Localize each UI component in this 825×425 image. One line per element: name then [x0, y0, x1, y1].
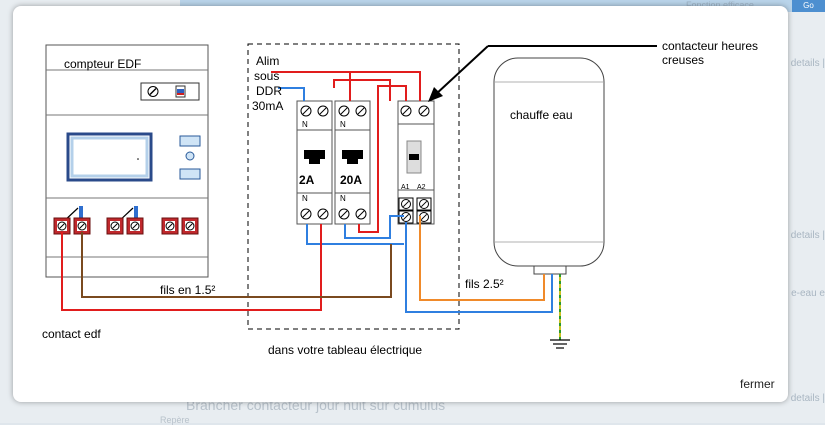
- panel-label: dans votre tableau électrique: [268, 343, 423, 357]
- wire-25-label: fils 2.5²: [465, 277, 504, 291]
- contact-edf-label: contact edf: [42, 327, 101, 341]
- meter-button-top: [179, 135, 201, 147]
- breaker-screw-icon: [300, 105, 312, 117]
- alim-label-line: 30mA: [252, 99, 284, 113]
- meter-badge-icon: [175, 85, 186, 98]
- terminal-screw-icon: [77, 221, 87, 231]
- alim-label-line: Alim: [256, 54, 280, 68]
- breaker-screw-icon: [355, 208, 367, 220]
- contactor-screw-icon: [418, 105, 430, 117]
- background-top-text: Fonction efficace ...: [686, 0, 764, 10]
- contactor-terminal: [398, 210, 414, 224]
- heater-label: chauffe eau: [510, 108, 573, 122]
- breaker-screw-icon: [317, 105, 329, 117]
- meter-terminal: [181, 217, 199, 235]
- breaker-screw-icon: [317, 208, 329, 220]
- alim-label-line: DDR: [256, 84, 282, 98]
- meter-display: [66, 132, 153, 182]
- alim-label-line: sous: [254, 69, 280, 83]
- contactor-terminal: [398, 197, 414, 211]
- meter-terminal: [161, 217, 179, 235]
- contactor-a1: A1: [401, 184, 410, 191]
- breaker-screw-icon: [338, 105, 350, 117]
- terminal-screw-icon: [57, 221, 67, 231]
- breaker-1-n-bottom: N: [302, 194, 308, 203]
- meter-label: compteur EDF: [64, 57, 142, 71]
- contactor-label: contacteur heures creuses: [662, 39, 759, 67]
- contactor-screw-icon: [419, 199, 429, 209]
- background-side-label: details |: [790, 393, 825, 404]
- background-side-label: details |: [790, 58, 825, 69]
- water-heater: [493, 57, 605, 275]
- background-go-button[interactable]: Go: [792, 0, 825, 12]
- close-link[interactable]: fermer: [740, 377, 775, 391]
- contactor-terminal: [416, 197, 432, 211]
- meter-terminal: [73, 217, 91, 235]
- meter-led-icon: [185, 151, 195, 161]
- terminal-screw-icon: [165, 221, 175, 231]
- meter-terminal: [53, 217, 71, 235]
- breaker-1-rating: 2A: [299, 173, 315, 187]
- terminal-screw-icon: [110, 221, 120, 231]
- arrow-icon: [428, 45, 657, 102]
- meter-terminal: [126, 217, 144, 235]
- meter-screw-icon: [147, 86, 159, 97]
- breaker-2-n-top: N: [340, 120, 346, 129]
- meter-terminal: [106, 217, 124, 235]
- panel-frame: [247, 43, 460, 330]
- breaker-screw-icon: [355, 105, 367, 117]
- background-caption: Repère: [160, 415, 190, 425]
- terminal-screw-icon: [130, 221, 140, 231]
- breaker-2: [334, 100, 371, 225]
- background-side-label: details |: [790, 230, 825, 241]
- contactor-a2: A2: [417, 184, 426, 191]
- breaker-2-rating: 20A: [340, 173, 363, 187]
- breaker-2-n-bottom: N: [340, 194, 346, 203]
- meter-button-bottom: [179, 168, 201, 180]
- contactor-screw-icon: [400, 105, 412, 117]
- background-side-label: e-eau e: [791, 288, 825, 299]
- breaker-1-n-top: N: [302, 120, 308, 129]
- contactor-screw-icon: [401, 199, 411, 209]
- terminal-screw-icon: [185, 221, 195, 231]
- breaker-screw-icon: [300, 208, 312, 220]
- breaker-1: [296, 100, 333, 225]
- breaker-screw-icon: [338, 208, 350, 220]
- edf-meter: [45, 44, 209, 278]
- wire-15-label: fils en 1.5²: [160, 283, 216, 297]
- wires: [61, 71, 570, 349]
